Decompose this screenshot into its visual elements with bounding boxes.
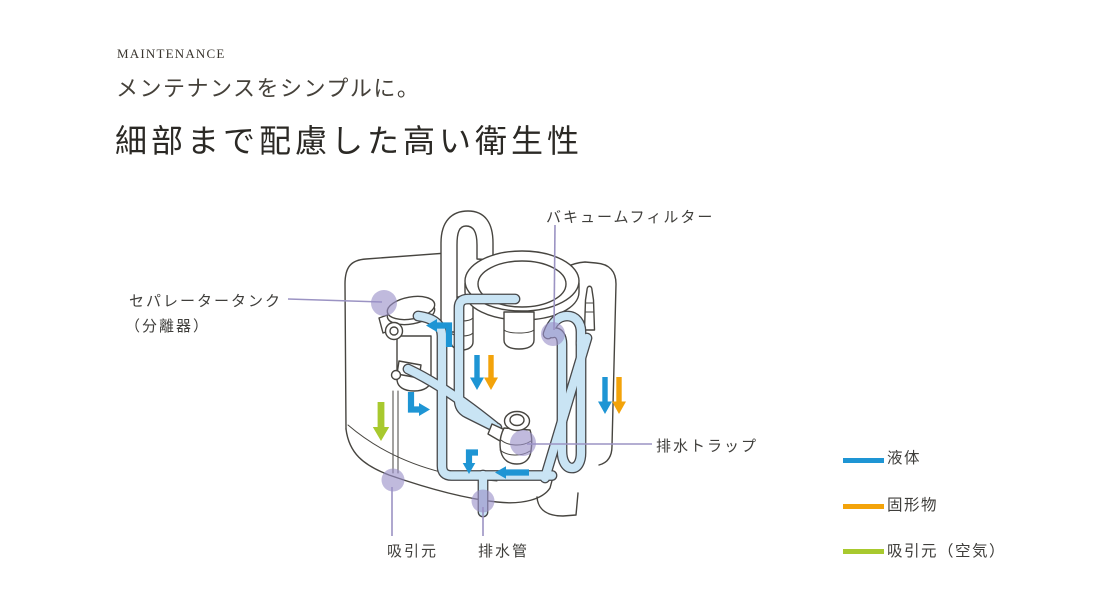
section-eyebrow: MAINTENANCE [117,46,226,61]
filter-nozzle [583,285,596,331]
section-title: 細部まで配慮した高い衛生性 [115,123,584,159]
liquid-arrow-elbow-upleft [437,322,453,347]
marker-drain-pipe [471,489,495,513]
liquid-arrow-down-center [470,355,484,390]
marker-separator-tank [371,290,397,316]
section-subtitle: メンテナンスをシンプルに。 [116,76,421,101]
label-suction-source: 吸引元 [387,544,439,560]
marker-drain-trap [510,430,536,456]
liquid-arrow-elbow-downright [407,392,419,413]
label-drain-trap: 排水トラップ [656,439,759,455]
label-separator-tank: セパレータータンク [129,294,283,310]
legend-swatch-air [843,549,884,554]
legend-label-liquid: 液体 [887,450,922,467]
flow-arrows [372,319,626,479]
leader-vacuum-filter [553,224,556,331]
faucet-arm [440,210,494,333]
bowl-pedestal [503,311,535,350]
liquid-arrow-elbow-leftdown [465,449,478,463]
leader-lines [287,224,652,536]
leader-separator-tank [287,298,383,303]
legend-swatch-solid [843,504,884,509]
marker-vacuum-filter [541,322,565,346]
bowl [464,250,580,321]
air-arrow-down-left [372,402,390,441]
legend-label-solid: 固形物 [887,497,939,514]
marker-suction-source [381,468,405,492]
label-drain-pipe: 排水管 [478,544,530,560]
legend-swatch-liquid [843,458,884,463]
label-vacuum-filter: バキュームフィルター [546,210,715,226]
liquid-arrow-down-right [598,377,612,414]
legend-label-air: 吸引元（空気） [887,543,1007,560]
solid-arrow-down-center [484,355,498,390]
solid-arrow-down-right [612,377,626,414]
label-separator-tank-sub: （分離器） [125,319,211,335]
suction-tube [392,390,399,474]
point-markers [371,290,565,513]
